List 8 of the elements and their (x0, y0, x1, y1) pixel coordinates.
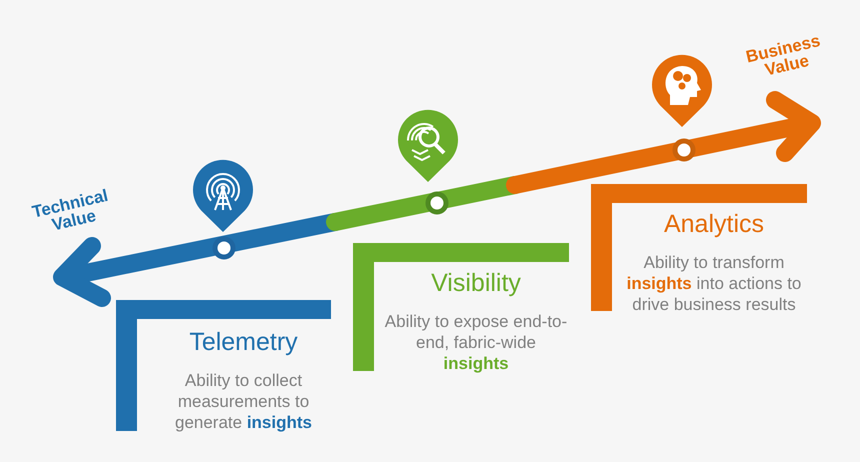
stage-title: Visibility (430, 269, 522, 297)
stage-description: Ability to collect measurements to generate insights (174, 370, 313, 433)
axis-end-label: Business Value (743, 30, 824, 82)
axis-end-label: Technical Value (29, 184, 111, 237)
stage-description: Ability to transform insights into actions to drive business results (626, 252, 802, 315)
stage-title: Analytics (662, 210, 766, 238)
stage-description: Ability to expose end-to-end, fabric-wide insights (384, 311, 568, 374)
stage-title: Telemetry (188, 328, 299, 356)
